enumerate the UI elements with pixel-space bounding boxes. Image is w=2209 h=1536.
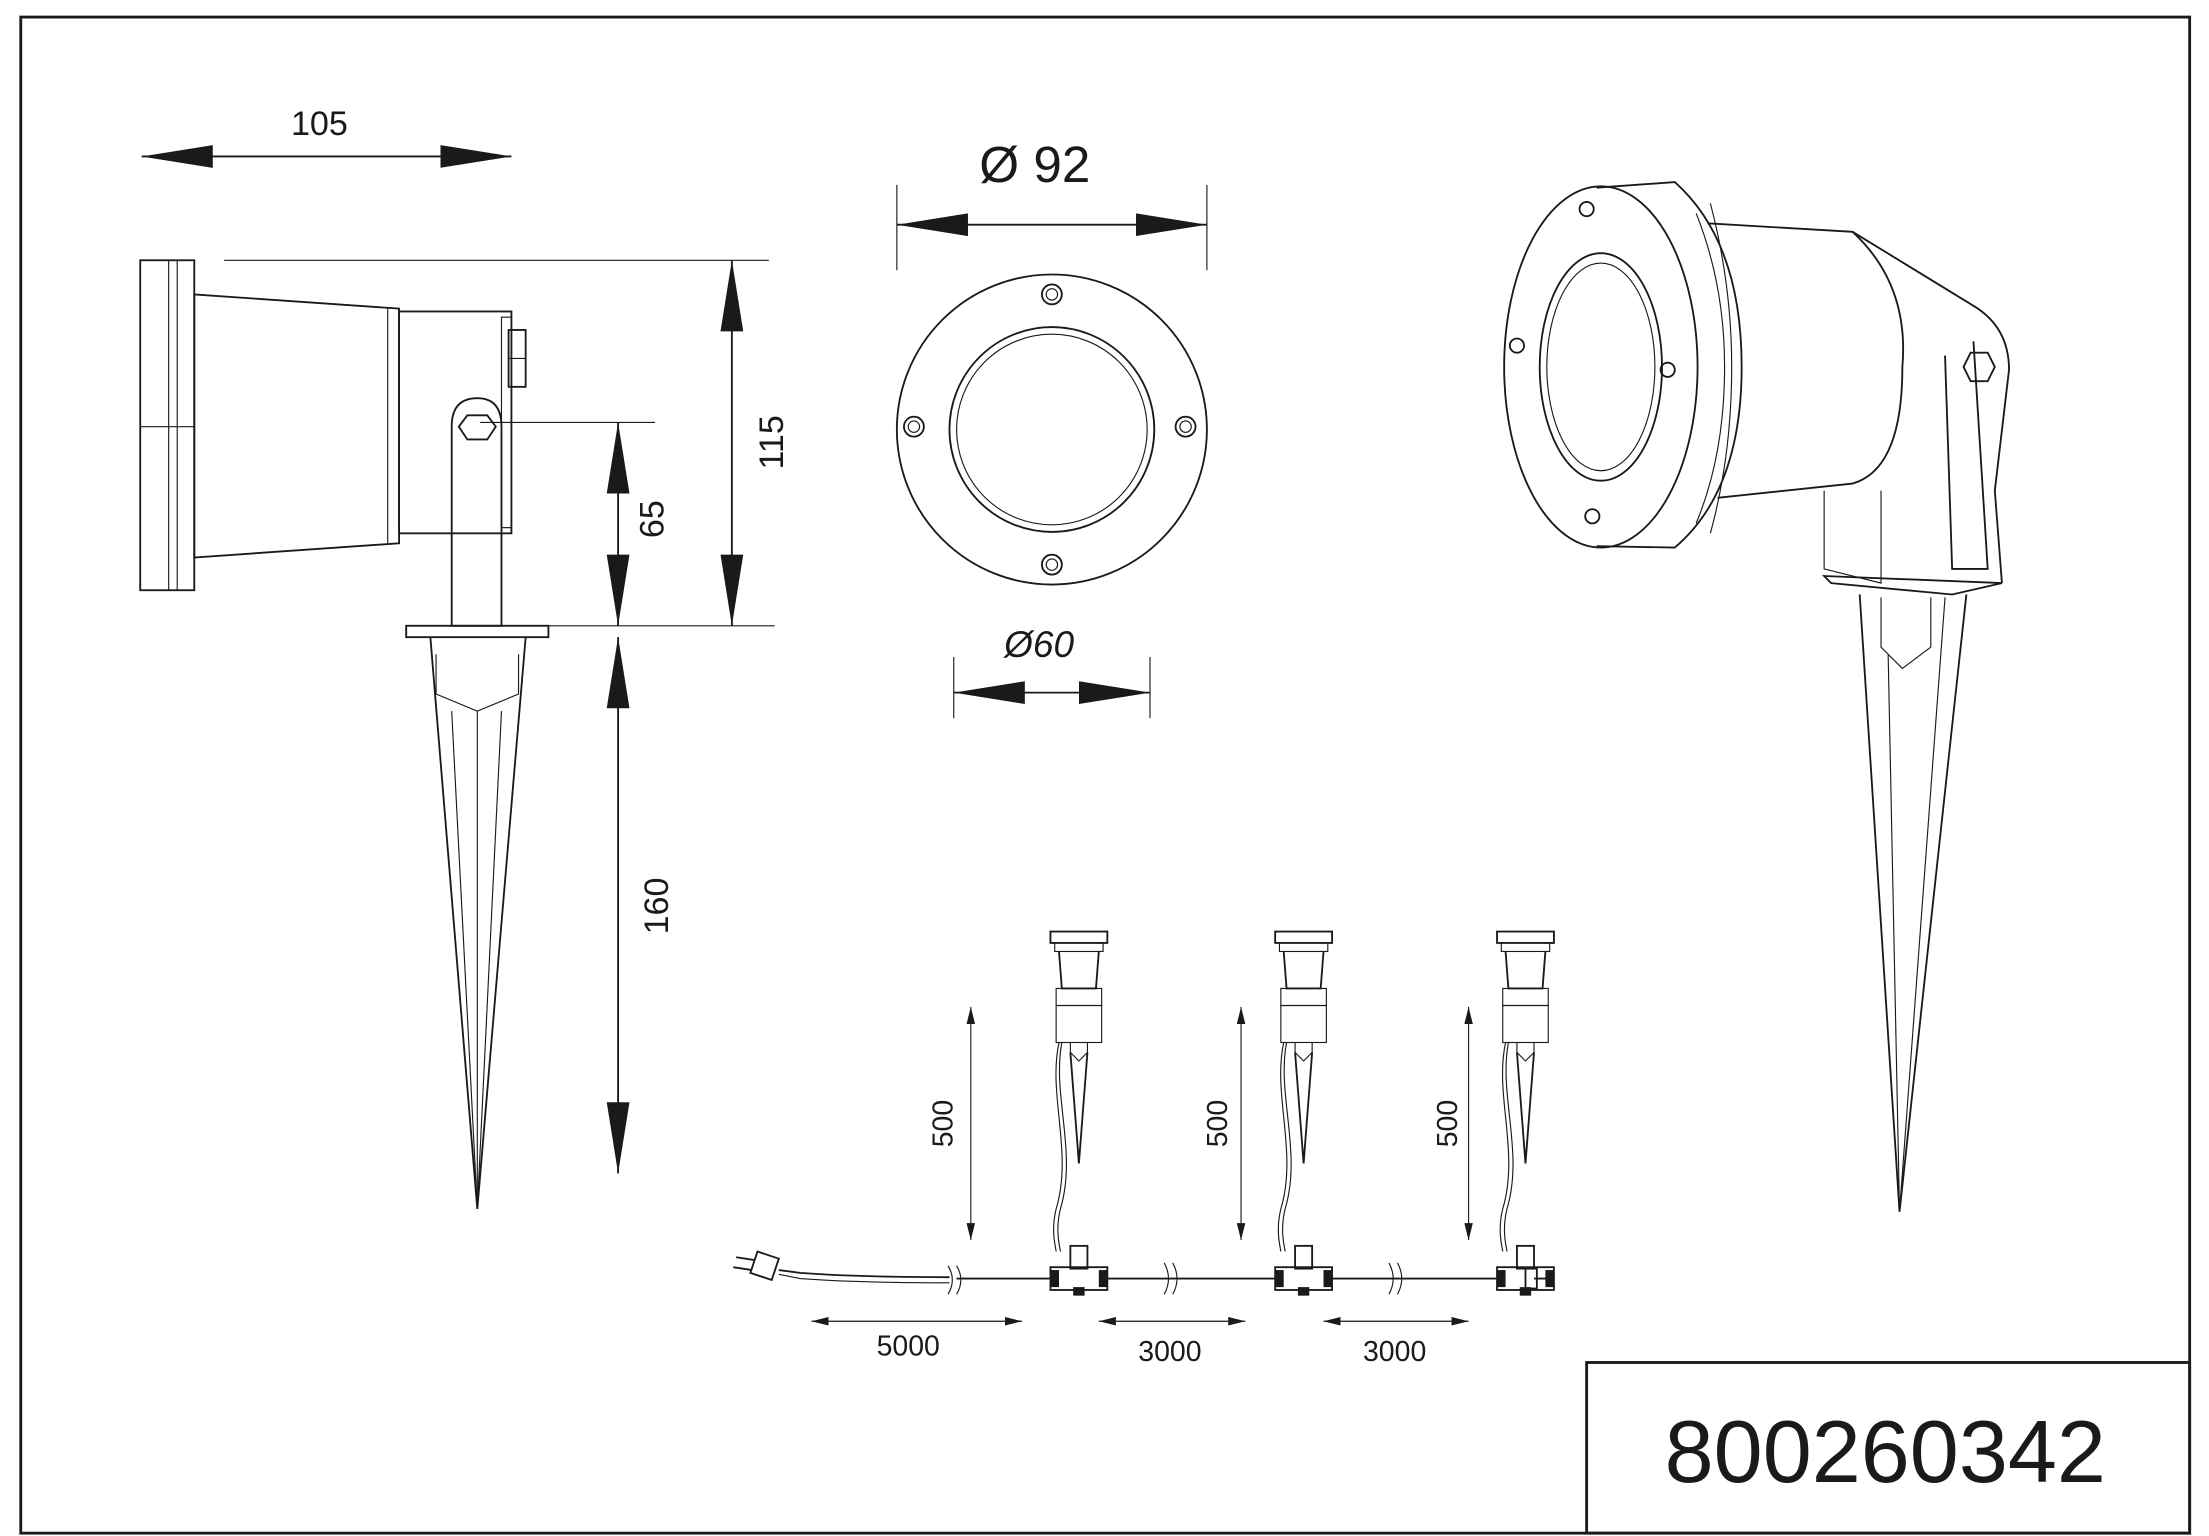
side-view	[139, 259, 550, 1209]
drawing-border	[19, 15, 2192, 1535]
dim-diameter-92: Ø 92	[979, 136, 1090, 193]
front-view	[895, 273, 1208, 586]
part-number: 800260342	[1665, 1402, 2106, 1501]
dim-supply-cable: 5000	[877, 1330, 940, 1362]
dim-diameter-60: Ø60	[1002, 624, 1074, 665]
dim-drop-1: 500	[927, 1100, 959, 1147]
title-block	[1585, 1361, 2192, 1535]
dim-65: 65	[634, 500, 672, 538]
wiring-diagram	[733, 930, 1555, 1297]
dim-drop-3: 500	[1432, 1100, 1464, 1147]
dim-115: 115	[753, 415, 791, 469]
perspective-view	[1503, 181, 2010, 1212]
dim-link-cable-1: 3000	[1138, 1336, 1201, 1368]
dim-105: 105	[291, 105, 348, 143]
front-dimensions: Ø 92 Ø60	[896, 136, 1208, 719]
dim-drop-2: 500	[1202, 1100, 1234, 1147]
side-dimensions: 105 115 65 160	[141, 105, 791, 1174]
wiring-dimensions: 500 500 500 5000 3000 3000	[811, 1006, 1473, 1368]
dim-link-cable-2: 3000	[1363, 1336, 1426, 1368]
dim-160: 160	[638, 877, 676, 934]
